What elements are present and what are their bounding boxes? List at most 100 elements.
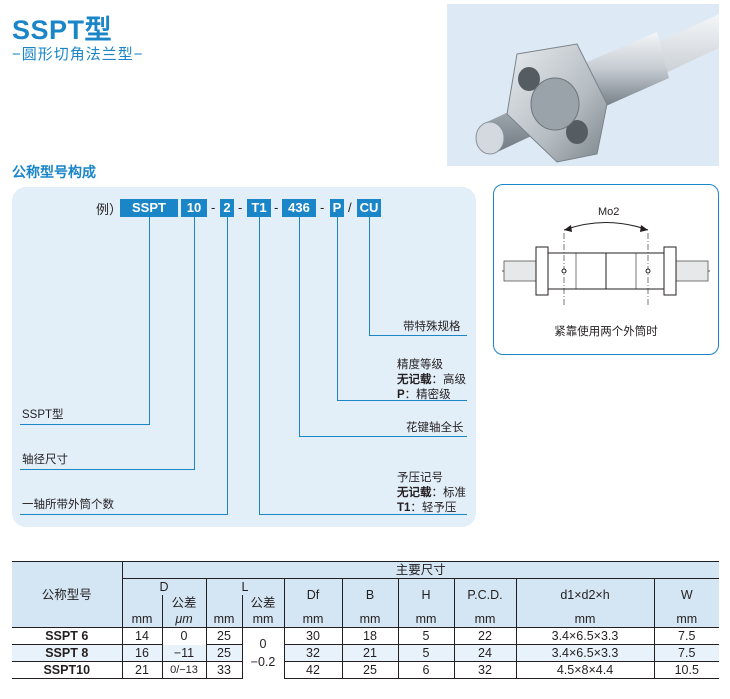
- table-row: SSPT10 21 0/−13 33 42 25 6 32 4.5×8×4.4 …: [12, 661, 719, 679]
- label-preload: 予压记号 无记载：标准 T1：轻予压: [397, 471, 466, 516]
- code-preload: T1: [247, 199, 271, 217]
- unit-mm: mm: [516, 611, 655, 628]
- col-H-header: H: [398, 578, 455, 611]
- example-prefix: 例）: [96, 202, 123, 217]
- unit-mm: mm: [398, 611, 455, 628]
- leader-line-count: [227, 217, 228, 514]
- col-Df-header: Df: [284, 578, 343, 611]
- page-title: SSPT型: [12, 15, 113, 45]
- moment-label: Mo2: [598, 206, 620, 218]
- unit-mm: mm: [342, 611, 399, 628]
- unit-um: μm: [162, 611, 207, 628]
- label-preload-t1: T1：轻予压: [397, 502, 457, 514]
- two-nut-diagram: [502, 222, 710, 305]
- col-pcd-header: P.C.D.: [454, 578, 517, 611]
- cell-D: 21: [122, 661, 163, 679]
- col-L-header: L: [206, 578, 285, 595]
- label-accuracy: 精度等级 无记载：高级 P：精密级: [397, 358, 466, 403]
- cell-D: 16: [122, 644, 163, 662]
- cell-model: SSPT 8: [12, 644, 123, 662]
- leader-line-model: [149, 217, 150, 424]
- cell-L-tol: 0 −0.2: [242, 627, 285, 679]
- cell-B: 18: [342, 627, 399, 645]
- leader-line-accuracy: [337, 217, 338, 400]
- unit-mm: mm: [242, 611, 285, 628]
- cell-D-tol: −11: [162, 644, 207, 662]
- cell-pcd: 24: [454, 644, 517, 662]
- label-special: 带特殊规格: [403, 321, 461, 333]
- cell-B: 21: [342, 644, 399, 662]
- cell-W: 7.5: [654, 627, 719, 645]
- cell-holes: 4.5×8×4.4: [516, 661, 655, 679]
- code-separator: -: [238, 200, 243, 215]
- leader-line-length: [299, 217, 300, 436]
- code-model: SSPT: [120, 199, 178, 217]
- leader-line-length: [299, 436, 467, 437]
- label-length: 花键轴全长: [406, 422, 464, 434]
- spec-table: 公称型号 主要尺寸 D L Df B H P.C.D. d1×d2×h W 公差…: [12, 561, 719, 679]
- table-row: SSPT 6 14 0 25 0 −0.2 30 18 5 22 3.4×6.5…: [12, 627, 719, 679]
- leader-line-model: [20, 424, 150, 425]
- product-photo: [447, 4, 719, 166]
- label-model: SSPT型: [22, 409, 64, 421]
- unit-mm: mm: [122, 611, 163, 628]
- cell-pcd: 32: [454, 661, 517, 679]
- leader-line-shaft: [20, 469, 195, 470]
- col-model-header: 公称型号: [12, 561, 123, 628]
- cell-D-tol: 0/−13: [162, 661, 207, 679]
- cell-H: 5: [398, 627, 455, 645]
- unit-mm: mm: [454, 611, 517, 628]
- code-separator: -: [320, 200, 325, 215]
- leader-line-accuracy: [337, 400, 467, 401]
- cell-L: 25: [206, 627, 243, 645]
- cell-H: 6: [398, 661, 455, 679]
- section-heading-nomenclature: 公称型号构成: [12, 164, 96, 180]
- unit-mm: mm: [206, 611, 243, 628]
- label-preload-title: 予压记号: [397, 472, 443, 484]
- code-count: 2: [220, 199, 234, 217]
- ball-spline-illustration: [447, 4, 719, 166]
- cell-L-tol-bottom: −0.2: [250, 655, 276, 670]
- code-length: 436: [282, 199, 316, 217]
- col-W-header: W: [654, 578, 719, 611]
- cell-W: 10.5: [654, 661, 719, 679]
- label-accuracy-title: 精度等级: [397, 359, 443, 371]
- leader-line-preload: [259, 217, 260, 514]
- diagram-caption: 紧靠使用两个外筒时: [554, 326, 658, 338]
- cell-L: 25: [206, 644, 243, 662]
- cell-L-tol-top: 0: [259, 637, 267, 652]
- cell-H: 5: [398, 644, 455, 662]
- cell-model: SSPT10: [12, 661, 123, 679]
- leader-line-special: [369, 335, 467, 336]
- cell-Df: 42: [284, 661, 343, 679]
- moment-diagram-box: [493, 184, 719, 355]
- code-accuracy: P: [330, 199, 344, 217]
- cell-D-tol: 0: [162, 627, 207, 645]
- label-shaft: 轴径尺寸: [22, 454, 68, 466]
- leader-line-special: [369, 217, 370, 335]
- label-preload-none: 无记载：标准: [397, 487, 466, 499]
- cell-Df: 32: [284, 644, 343, 662]
- cell-model: SSPT 6: [12, 627, 123, 645]
- unit-mm: mm: [284, 611, 343, 628]
- cell-L: 33: [206, 661, 243, 679]
- unit-mm: mm: [676, 612, 698, 626]
- code-separator: -: [274, 200, 279, 215]
- main-dims-header: 主要尺寸: [122, 561, 719, 579]
- label-accuracy-p: P：精密级: [397, 389, 451, 401]
- leader-line-count: [20, 514, 228, 515]
- cell-holes: 3.4×6.5×3.3: [516, 644, 655, 662]
- page-subtitle: −圆形切角法兰型−: [12, 46, 144, 63]
- cell-B: 25: [342, 661, 399, 679]
- col-D-tol-header: 公差: [162, 595, 207, 611]
- cell-holes: 3.4×6.5×3.3: [516, 627, 655, 645]
- col-B-header: B: [342, 578, 399, 611]
- cell-D: 14: [122, 627, 163, 645]
- cell-pcd: 22: [454, 627, 517, 645]
- cell-W: 7.5: [654, 644, 719, 662]
- cell-Df: 30: [284, 627, 343, 645]
- leader-line-preload: [259, 514, 467, 515]
- code-separator: -: [211, 200, 216, 215]
- col-L-tol-header: 公差: [242, 595, 285, 611]
- nomenclature-panel: [12, 187, 476, 527]
